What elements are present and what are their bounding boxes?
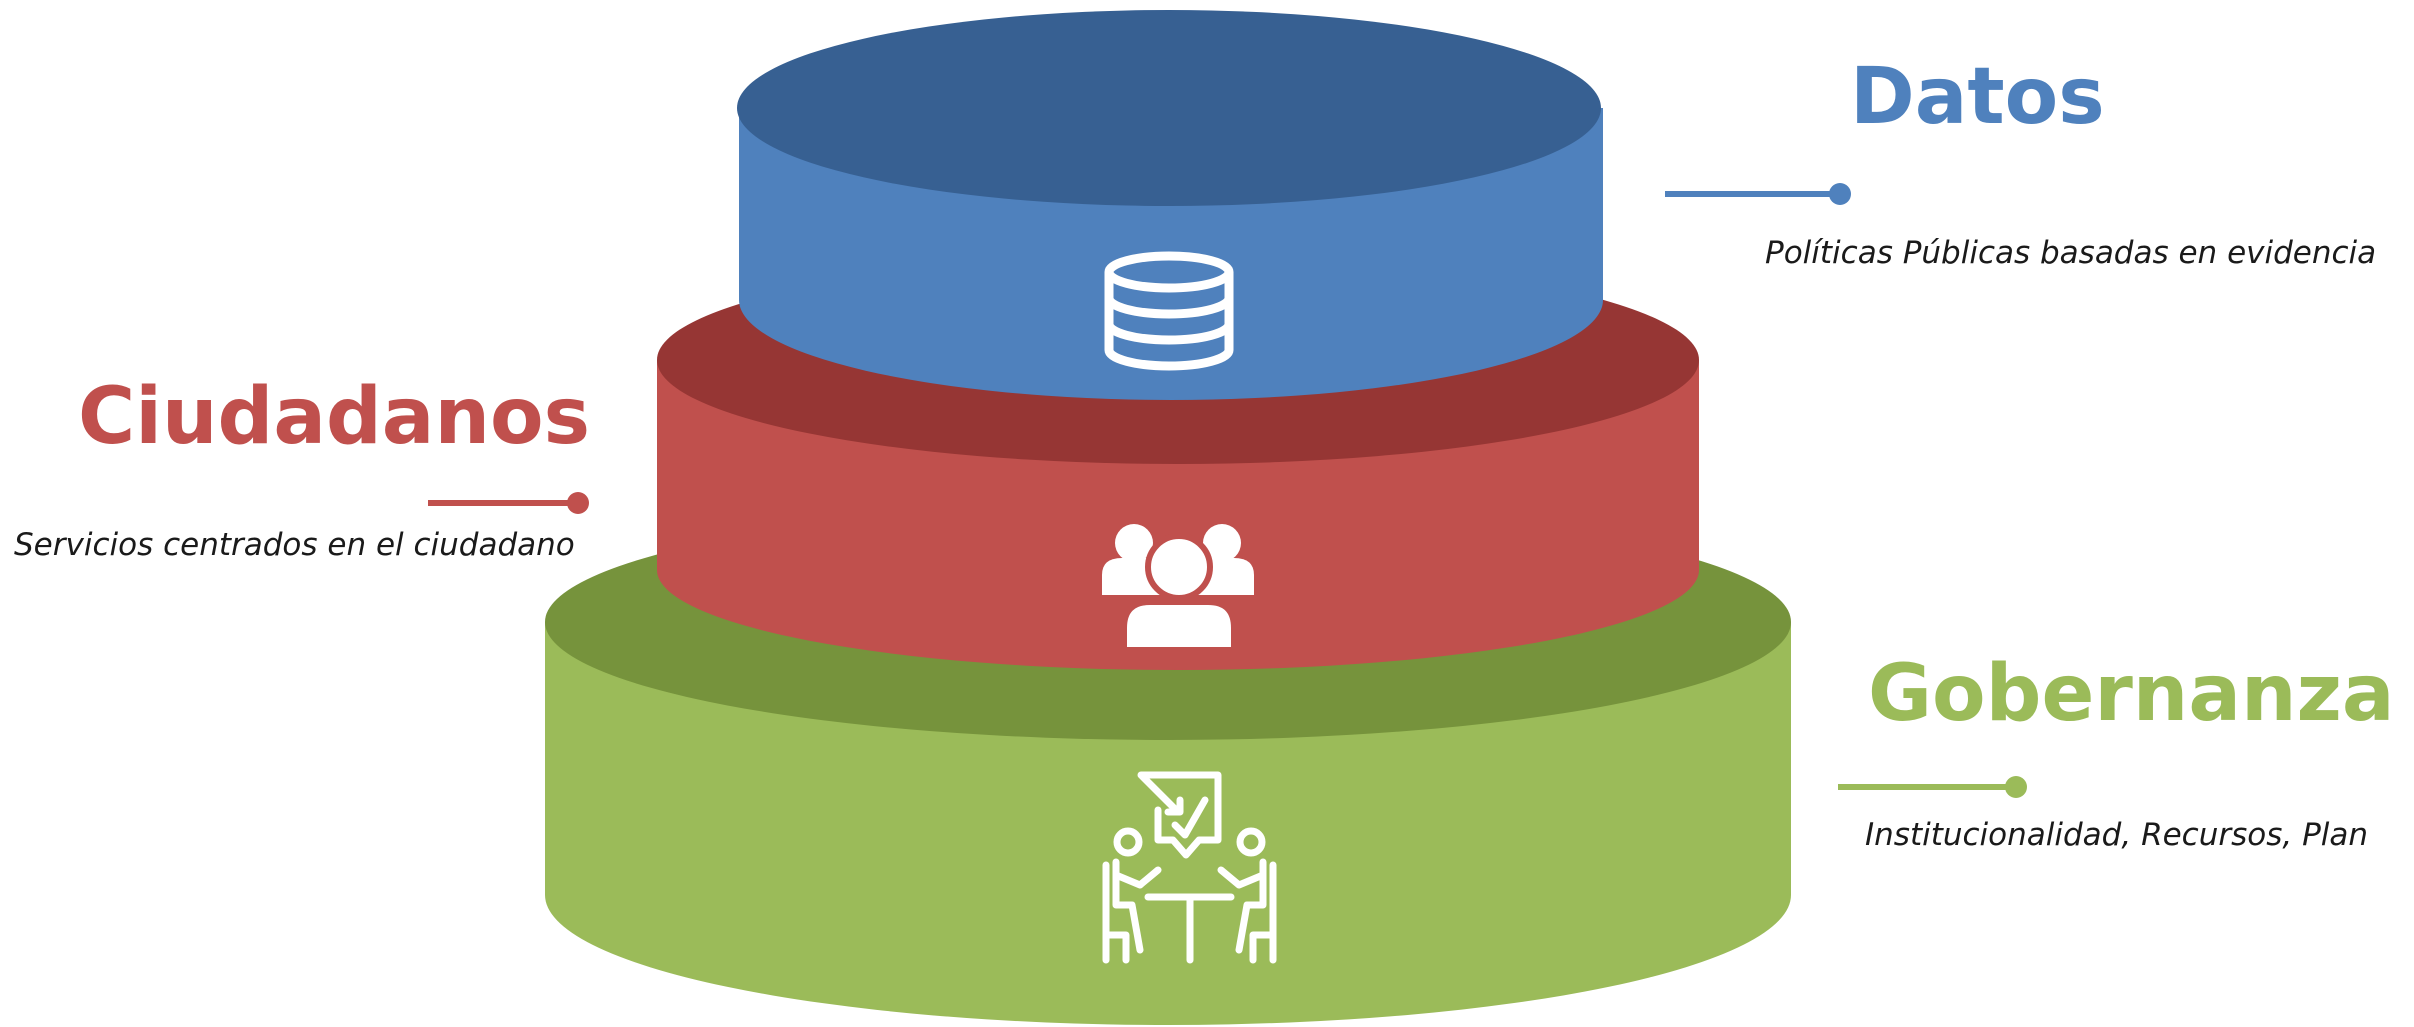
datos-layer-top — [737, 10, 1601, 206]
ciudadanos-description: Servicios centrados en el ciudadano — [14, 527, 575, 563]
gobernanza-title: Gobernanza — [1868, 649, 2395, 739]
meeting-icon — [1102, 771, 1277, 964]
ciudadanos-connector-dot — [567, 492, 589, 514]
database-icon — [1104, 251, 1234, 371]
gobernanza-connector — [1838, 776, 2027, 798]
people-group-icon — [1102, 524, 1254, 653]
datos-title: Datos — [1850, 52, 2105, 142]
gobernanza-connector-dot — [2005, 776, 2027, 798]
datos-connector-dot — [1829, 183, 1851, 205]
datos-connector — [1665, 183, 1851, 205]
datos-description: Políticas Públicas basadas en evidencia — [1765, 235, 2377, 271]
ciudadanos-connector — [428, 492, 589, 514]
ciudadanos-title: Ciudadanos — [78, 372, 590, 462]
gobernanza-description: Institucionalidad, Recursos, Plan — [1865, 817, 2369, 853]
